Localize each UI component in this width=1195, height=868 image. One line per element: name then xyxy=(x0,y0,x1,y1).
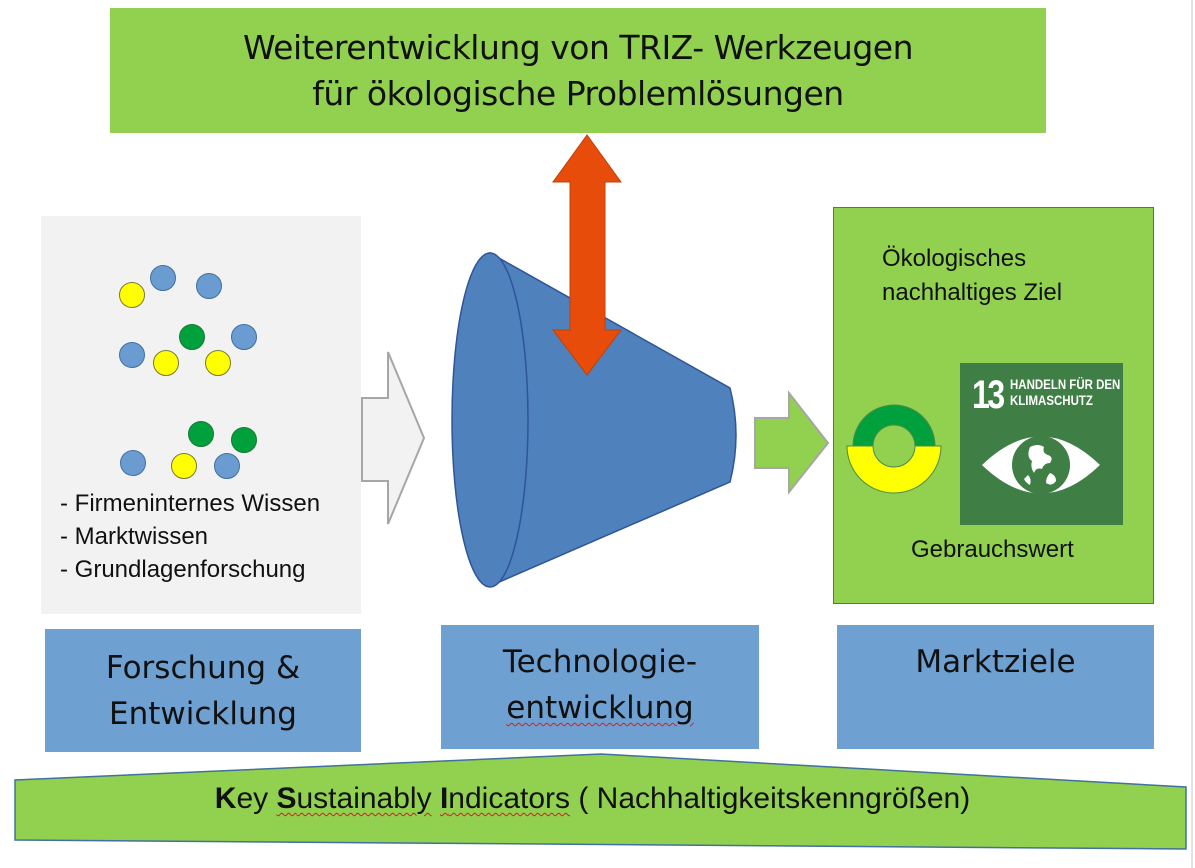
input-arrow xyxy=(361,351,426,525)
stage-research-development: Forschung & Entwicklung xyxy=(45,629,361,752)
dot-yellow xyxy=(153,350,179,376)
goal-value-label: Gebrauchswert xyxy=(911,536,1074,563)
sdg-label: HANDELN FÜR DEN KLIMASCHUTZ xyxy=(1010,376,1120,408)
kpi-word-rest: ustainably xyxy=(296,782,432,815)
stage-technology-development: Technologie- entwicklung xyxy=(441,625,759,749)
dot-blue xyxy=(119,342,145,368)
kpi-initial-s: S xyxy=(276,782,297,815)
kpi-initial-i: I xyxy=(439,782,449,815)
dot-blue xyxy=(214,453,240,479)
goal-title: Ökologisches nachhaltiges Ziel xyxy=(882,242,1062,310)
page-edge xyxy=(1191,0,1193,868)
stage-label-line2: entwicklung xyxy=(506,690,694,726)
dot-yellow xyxy=(171,453,197,479)
kpi-banner-shape xyxy=(14,753,1187,850)
top-banner-line1: Weiterentwicklung von TRIZ- Werkzeugen xyxy=(242,27,914,67)
sdg-label-line2: KLIMASCHUTZ xyxy=(1010,392,1093,408)
ring-icon xyxy=(846,404,942,494)
dot-blue xyxy=(150,265,176,291)
kpi-word-rest: ey xyxy=(236,782,277,815)
dot-green xyxy=(231,427,257,453)
eye-globe-icon xyxy=(982,436,1100,494)
top-banner: Weiterentwicklung von TRIZ- Werkzeugen f… xyxy=(110,8,1046,133)
stage-label-line1: Forschung & xyxy=(105,649,301,686)
knowledge-item: - Firmeninternes Wissen xyxy=(60,490,321,517)
stage-market-goals: Marktziele xyxy=(837,625,1154,749)
goal-title-line1: Ökologisches xyxy=(882,245,1027,272)
dot-yellow xyxy=(205,350,231,376)
sdg-number: 13 xyxy=(972,373,1005,417)
goal-title-line2: nachhaltiges Ziel xyxy=(882,279,1063,306)
kpi-word-rest: ndicators xyxy=(448,782,571,815)
top-banner-line2: für ökologische Problemlösungen xyxy=(312,73,844,113)
dot-blue xyxy=(231,324,257,350)
stage-label-line1: Marktziele xyxy=(915,644,1076,680)
kpi-banner-label: Key Sustainably Indicators ( Nachhaltigk… xyxy=(0,782,1185,816)
output-arrow xyxy=(754,390,830,495)
bidirectional-arrow xyxy=(551,134,623,376)
dot-yellow xyxy=(119,282,145,308)
knowledge-dots xyxy=(119,265,257,479)
knowledge-item: - Marktwissen xyxy=(60,523,209,550)
kpi-translation: ( Nachhaltigkeitskenngrößen) xyxy=(570,782,971,815)
dot-green xyxy=(188,421,214,447)
knowledge-item: - Grundlagenforschung xyxy=(60,556,306,583)
technology-funnel xyxy=(451,251,737,588)
dot-blue xyxy=(120,450,146,476)
sdg-13-tile: 13 HANDELN FÜR DEN KLIMASCHUTZ xyxy=(960,363,1123,525)
dot-blue xyxy=(196,273,222,299)
stage-label-line2: Entwicklung xyxy=(109,695,297,732)
knowledge-list: - Firmeninternes Wissen - Marktwissen - … xyxy=(60,487,320,586)
kpi-space xyxy=(432,782,440,815)
kpi-initial-k: K xyxy=(214,782,237,815)
stage-label-line1: Technologie- xyxy=(502,644,698,680)
dot-green xyxy=(179,324,205,350)
sdg-label-line1: HANDELN FÜR DEN xyxy=(1010,376,1121,392)
